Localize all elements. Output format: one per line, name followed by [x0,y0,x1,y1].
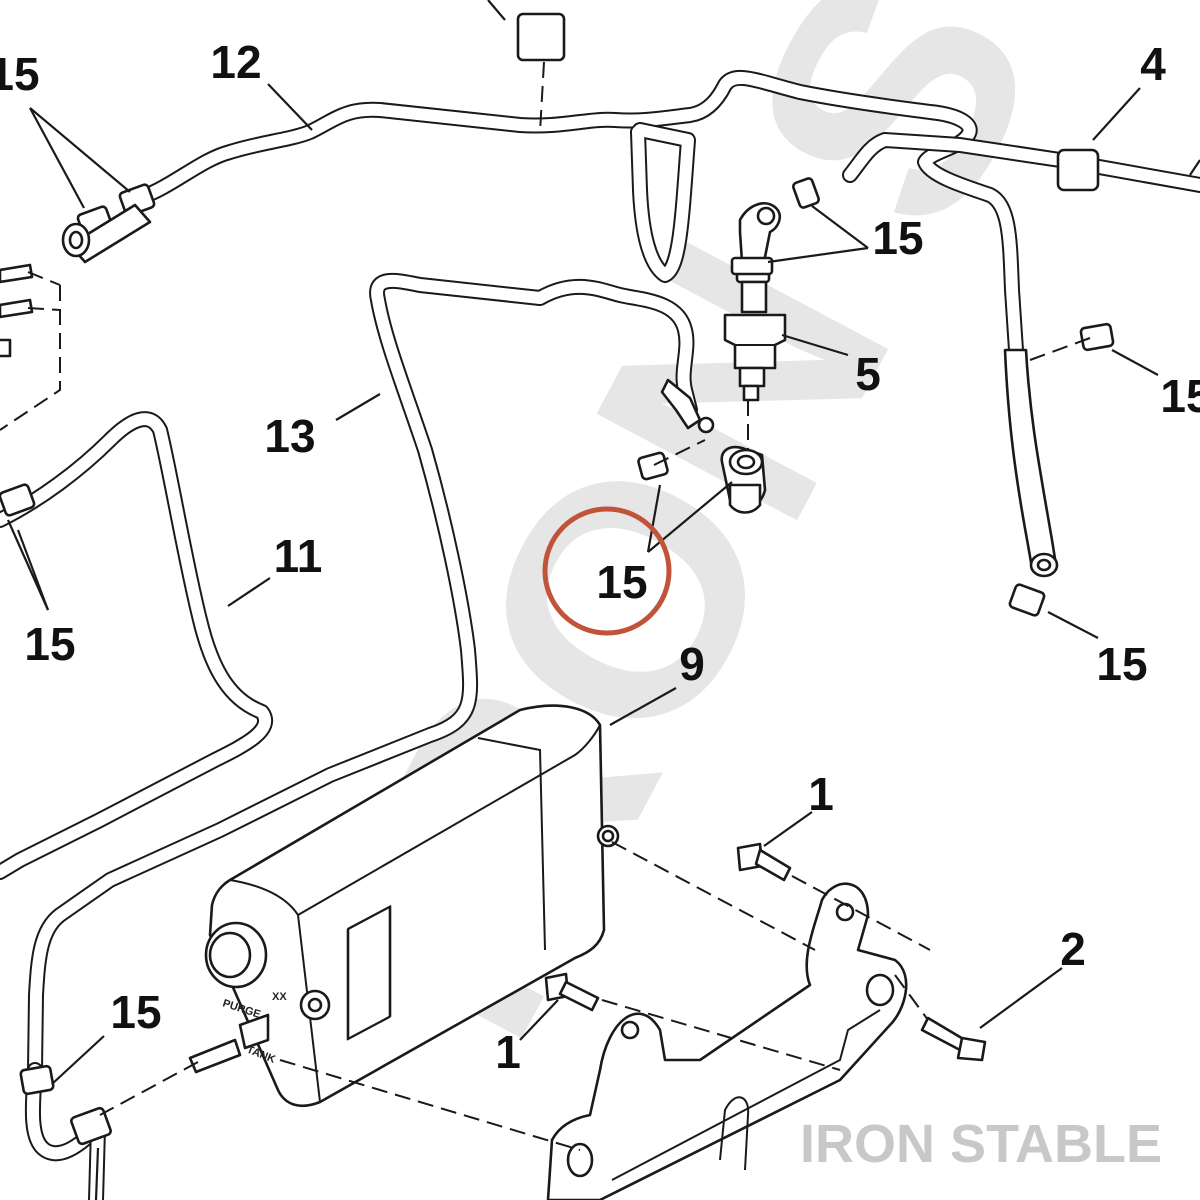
callout-2: 2 [1060,923,1086,975]
callout-15-top-left: 15 [0,48,40,100]
callout-15-bottom-left: 15 [110,986,161,1038]
callout-12: 12 [210,36,261,88]
hose-11 [0,411,273,880]
assembly-lines [0,61,1091,1151]
callout-4: 4 [1140,38,1166,90]
callout-9: 9 [679,638,705,690]
callout-15-highlighted: 15 [596,556,647,608]
callout-11: 11 [274,530,323,582]
hose-right-vertical [1003,348,1059,578]
callout-13: 13 [264,410,315,462]
bracket-icon [546,882,908,1200]
callout-15-valve: 15 [872,212,923,264]
callout-labels: 1 1 2 4 5 9 11 12 13 15 15 15 15 15 15 1… [0,36,1200,1078]
connector-left [0,203,152,358]
callout-15-lower-right: 15 [1096,638,1147,690]
callout-1-lower: 1 [495,1026,521,1078]
canister-icon: PURGE TANK XX [188,704,620,1107]
hose-4-run [842,132,1200,193]
hose-12 [132,70,1024,358]
canister-code-label: XX [272,991,287,1003]
brand-label: IRON STABLE [800,1114,1162,1174]
callout-5: 5 [855,348,881,400]
callout-1-upper: 1 [808,768,834,820]
hose-13 [27,272,698,1078]
fitting-group-center [660,378,767,514]
bolt-icon [544,842,987,1062]
leader-lines [6,0,1200,1200]
callout-15-right: 15 [1160,370,1200,422]
highlight-circle [542,506,672,636]
callout-15-left: 15 [24,618,75,670]
hose-clamp-icon [0,12,1115,1146]
